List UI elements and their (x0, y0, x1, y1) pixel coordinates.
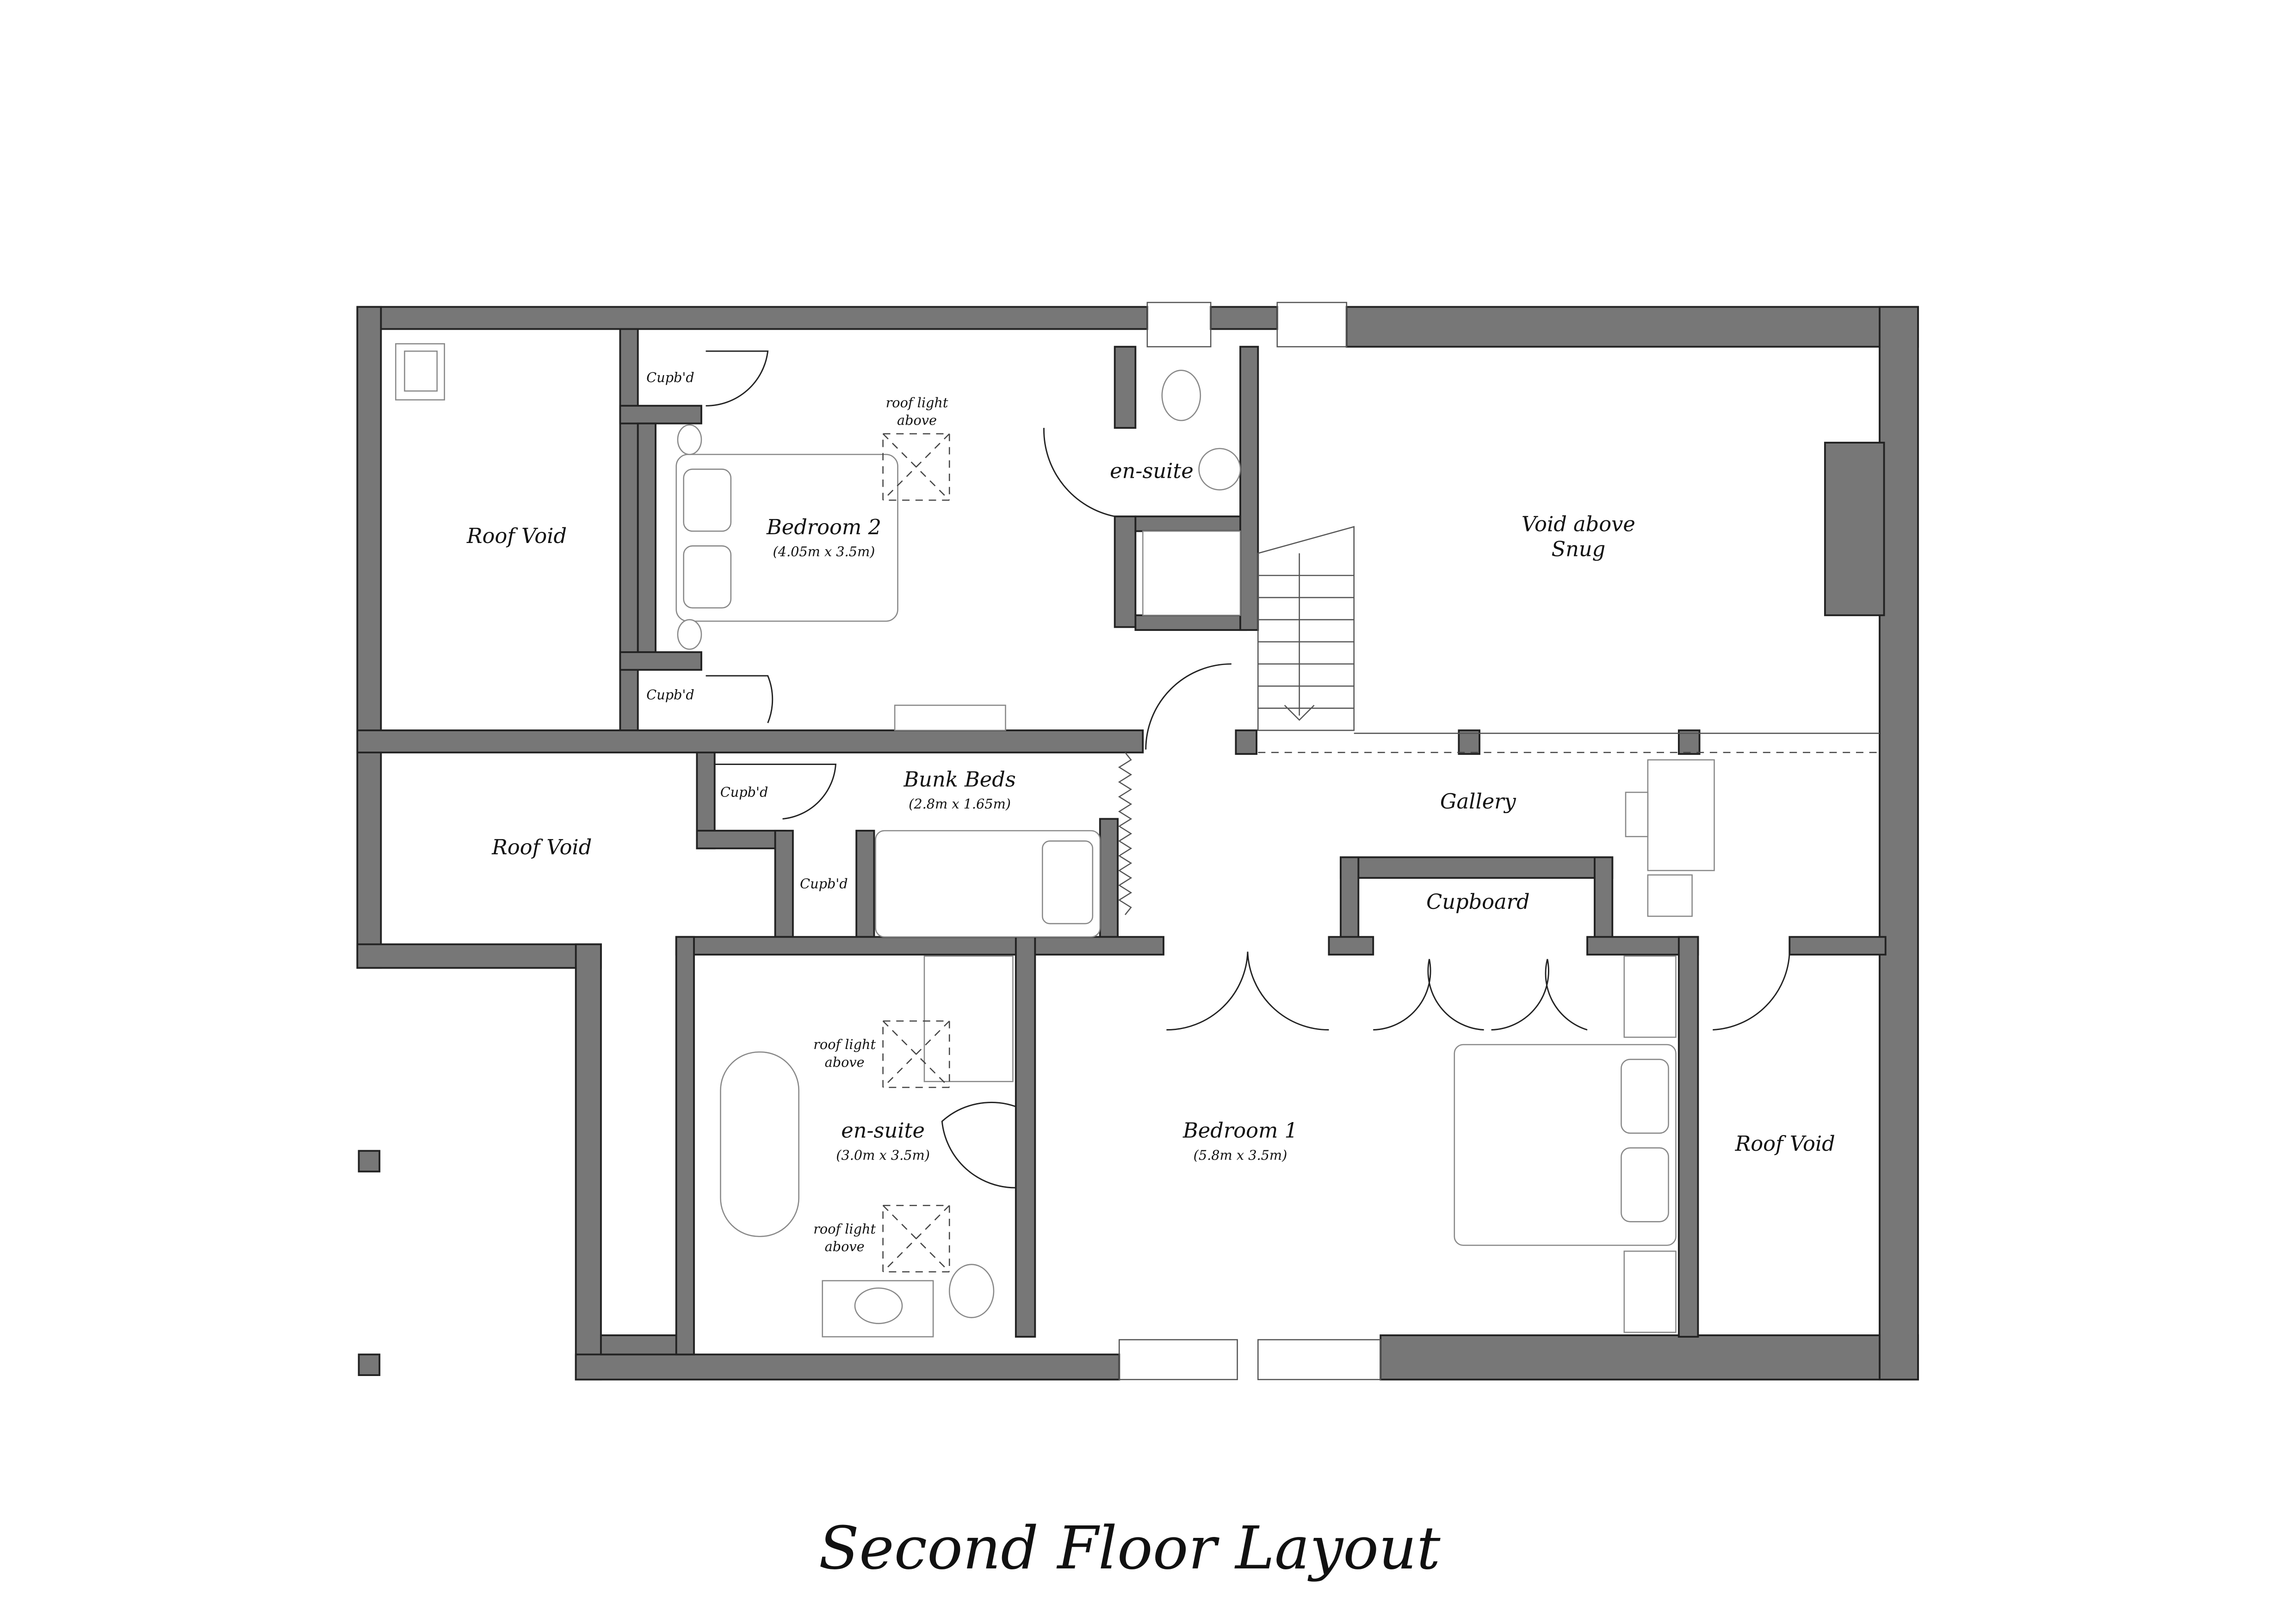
roof-void-mid-left-label: Roof Void (491, 835, 592, 859)
door-swings (706, 350, 1790, 1189)
bunk-beds-dims: (2.8m x 1.65m) (909, 796, 1011, 812)
ensuite-rooflight-1-line1: roof light (813, 1037, 876, 1052)
cupboard-bunk-2-label: Cupb'd (800, 876, 848, 891)
ensuite-rooflight-2-line2: above (825, 1239, 865, 1254)
ensuite-bed1-dims: (3.0m x 3.5m) (836, 1147, 930, 1163)
gallery-label: Gallery (1440, 790, 1516, 814)
roof-void-right-label: Roof Void (1735, 1132, 1835, 1156)
cupboard-bed2-lower-label: Cupb'd (646, 687, 694, 703)
outer-walls (356, 306, 1919, 1381)
bedroom2-label: Bedroom 2 (766, 515, 881, 539)
ensuite-bed2-label: en-suite (1110, 459, 1194, 483)
staircase (1257, 526, 1880, 753)
ensuite-rooflight-2-line1: roof light (813, 1221, 876, 1237)
bedroom2-rooflight-line2: above (897, 413, 937, 428)
cupboard-top-label: Cupb'd (646, 370, 694, 385)
roof-void-top-left-label: Roof Void (466, 524, 567, 548)
ensuite-bed1-label: en-suite (841, 1119, 925, 1143)
roof-lights (882, 433, 1133, 1273)
page-title: Second Floor Layout (819, 1514, 1441, 1583)
bunk-beds-label: Bunk Beds (903, 767, 1015, 791)
bedroom2-dims: (4.05m x 3.5m) (773, 544, 875, 560)
bedroom1-dims: (5.8m x 3.5m) (1194, 1147, 1287, 1163)
void-above-snug-line2: Snug (1551, 537, 1605, 562)
bedroom2-rooflight-line1: roof light (886, 395, 948, 410)
ensuite-rooflight-1-line2: above (825, 1054, 865, 1070)
cupboard-label: Cupboard (1426, 890, 1530, 914)
void-above-snug-line1: Void above (1522, 512, 1635, 536)
cupboard-bunk-1-label: Cupb'd (720, 784, 768, 800)
furniture (395, 343, 1715, 1338)
inner-walls (356, 328, 1887, 1376)
windows (1118, 302, 1381, 1380)
bedroom1-label: Bedroom 1 (1182, 1119, 1298, 1143)
